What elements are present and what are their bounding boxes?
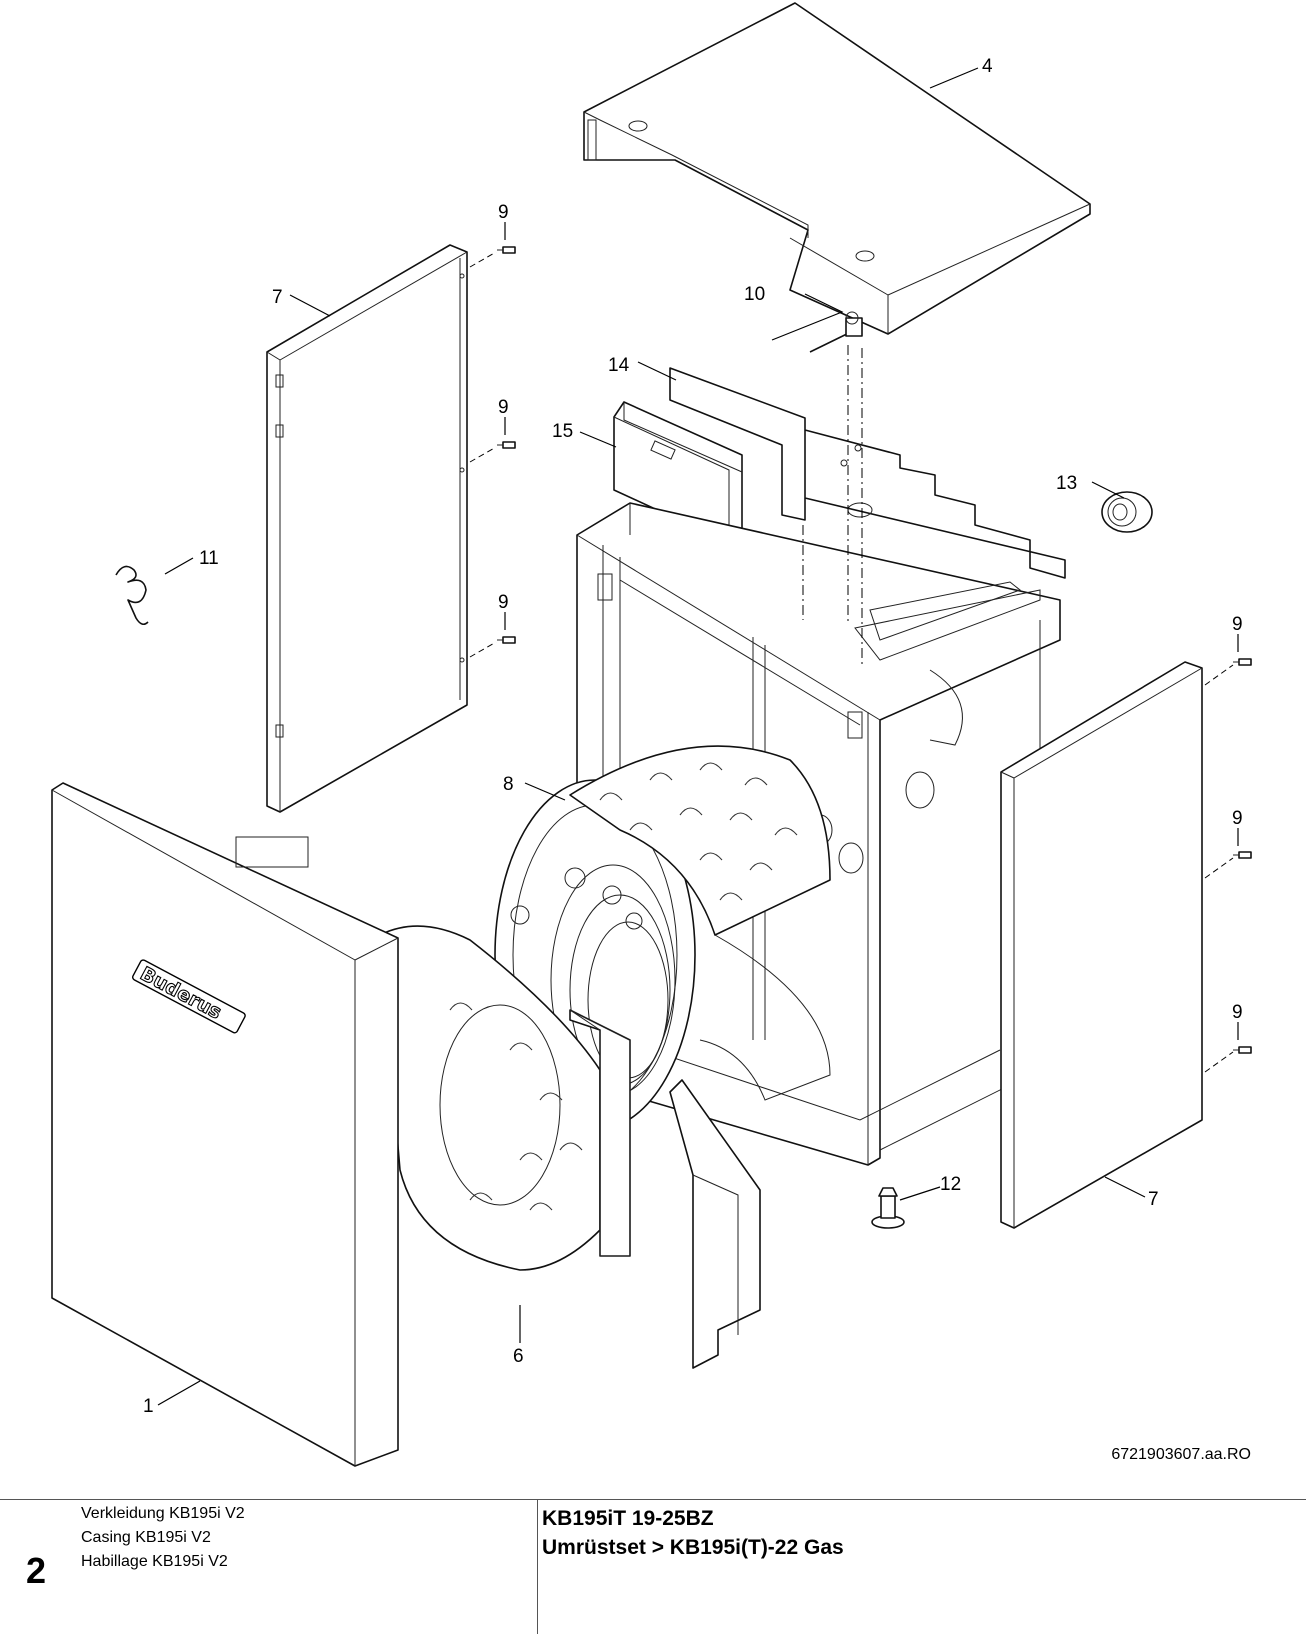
model-info: KB195iT 19-25BZ Umrüstset > KB195i(T)-22… [542, 1504, 844, 1562]
callout-11: 11 [199, 548, 219, 569]
callout-9: 9 [1232, 808, 1243, 829]
callout-14: 14 [608, 355, 630, 376]
callout-4: 4 [982, 56, 993, 77]
description-en: Casing KB195i V2 [81, 1529, 211, 1546]
drawing-reference: 6721903607.aa.RO [1111, 1446, 1251, 1463]
top-cover-part [583, 2, 1091, 335]
clip-part [115, 565, 149, 626]
callout-6: 6 [513, 1346, 524, 1367]
description-de: Verkleidung KB195i V2 [81, 1505, 245, 1522]
side-panel-left-part [266, 244, 468, 813]
callout-9: 9 [1232, 1002, 1243, 1023]
callout-7: 7 [272, 287, 283, 308]
callout-13: 13 [1056, 473, 1077, 494]
callout-1: 1 [143, 1396, 154, 1417]
callout-15: 15 [552, 421, 573, 442]
screw-part [469, 246, 1252, 1073]
footer: 2 Verkleidung KB195i V2 Casing KB195i V2… [0, 1499, 1306, 1634]
control-unit-part [613, 401, 743, 544]
part-descriptions: Verkleidung KB195i V2 Casing KB195i V2 H… [81, 1502, 245, 1574]
page-number: 2 [26, 1550, 47, 1591]
front-insulation-part [379, 925, 631, 1271]
callout-9: 9 [498, 397, 509, 418]
sensor-part [802, 311, 863, 665]
description-fr: Habillage KB195i V2 [81, 1553, 228, 1570]
callout-7: 7 [1148, 1189, 1159, 1210]
support-bracket-part [669, 1079, 761, 1369]
front-door-part [51, 782, 399, 1467]
footer-divider [537, 1500, 538, 1634]
callout-9: 9 [498, 202, 509, 223]
callout-9: 9 [1232, 614, 1243, 635]
callout-10: 10 [744, 284, 765, 305]
grommet-part [1101, 491, 1153, 533]
kit-name: Umrüstset > KB195i(T)-22 Gas [542, 1536, 844, 1559]
adjustable-foot-part [871, 1187, 905, 1229]
callout-12: 12 [940, 1174, 961, 1195]
callout-9: 9 [498, 592, 509, 613]
side-panel-right-part [1000, 661, 1203, 1229]
callout-labels: 4 7 9 9 9 9 9 9 10 14 15 13 11 8 12 7 6 … [143, 56, 1243, 1417]
leader-lines [157, 67, 1239, 1406]
exploded-parts-diagram: Buderus [51, 2, 1252, 1467]
model-name: KB195iT 19-25BZ [542, 1507, 714, 1530]
callout-8: 8 [503, 774, 514, 795]
